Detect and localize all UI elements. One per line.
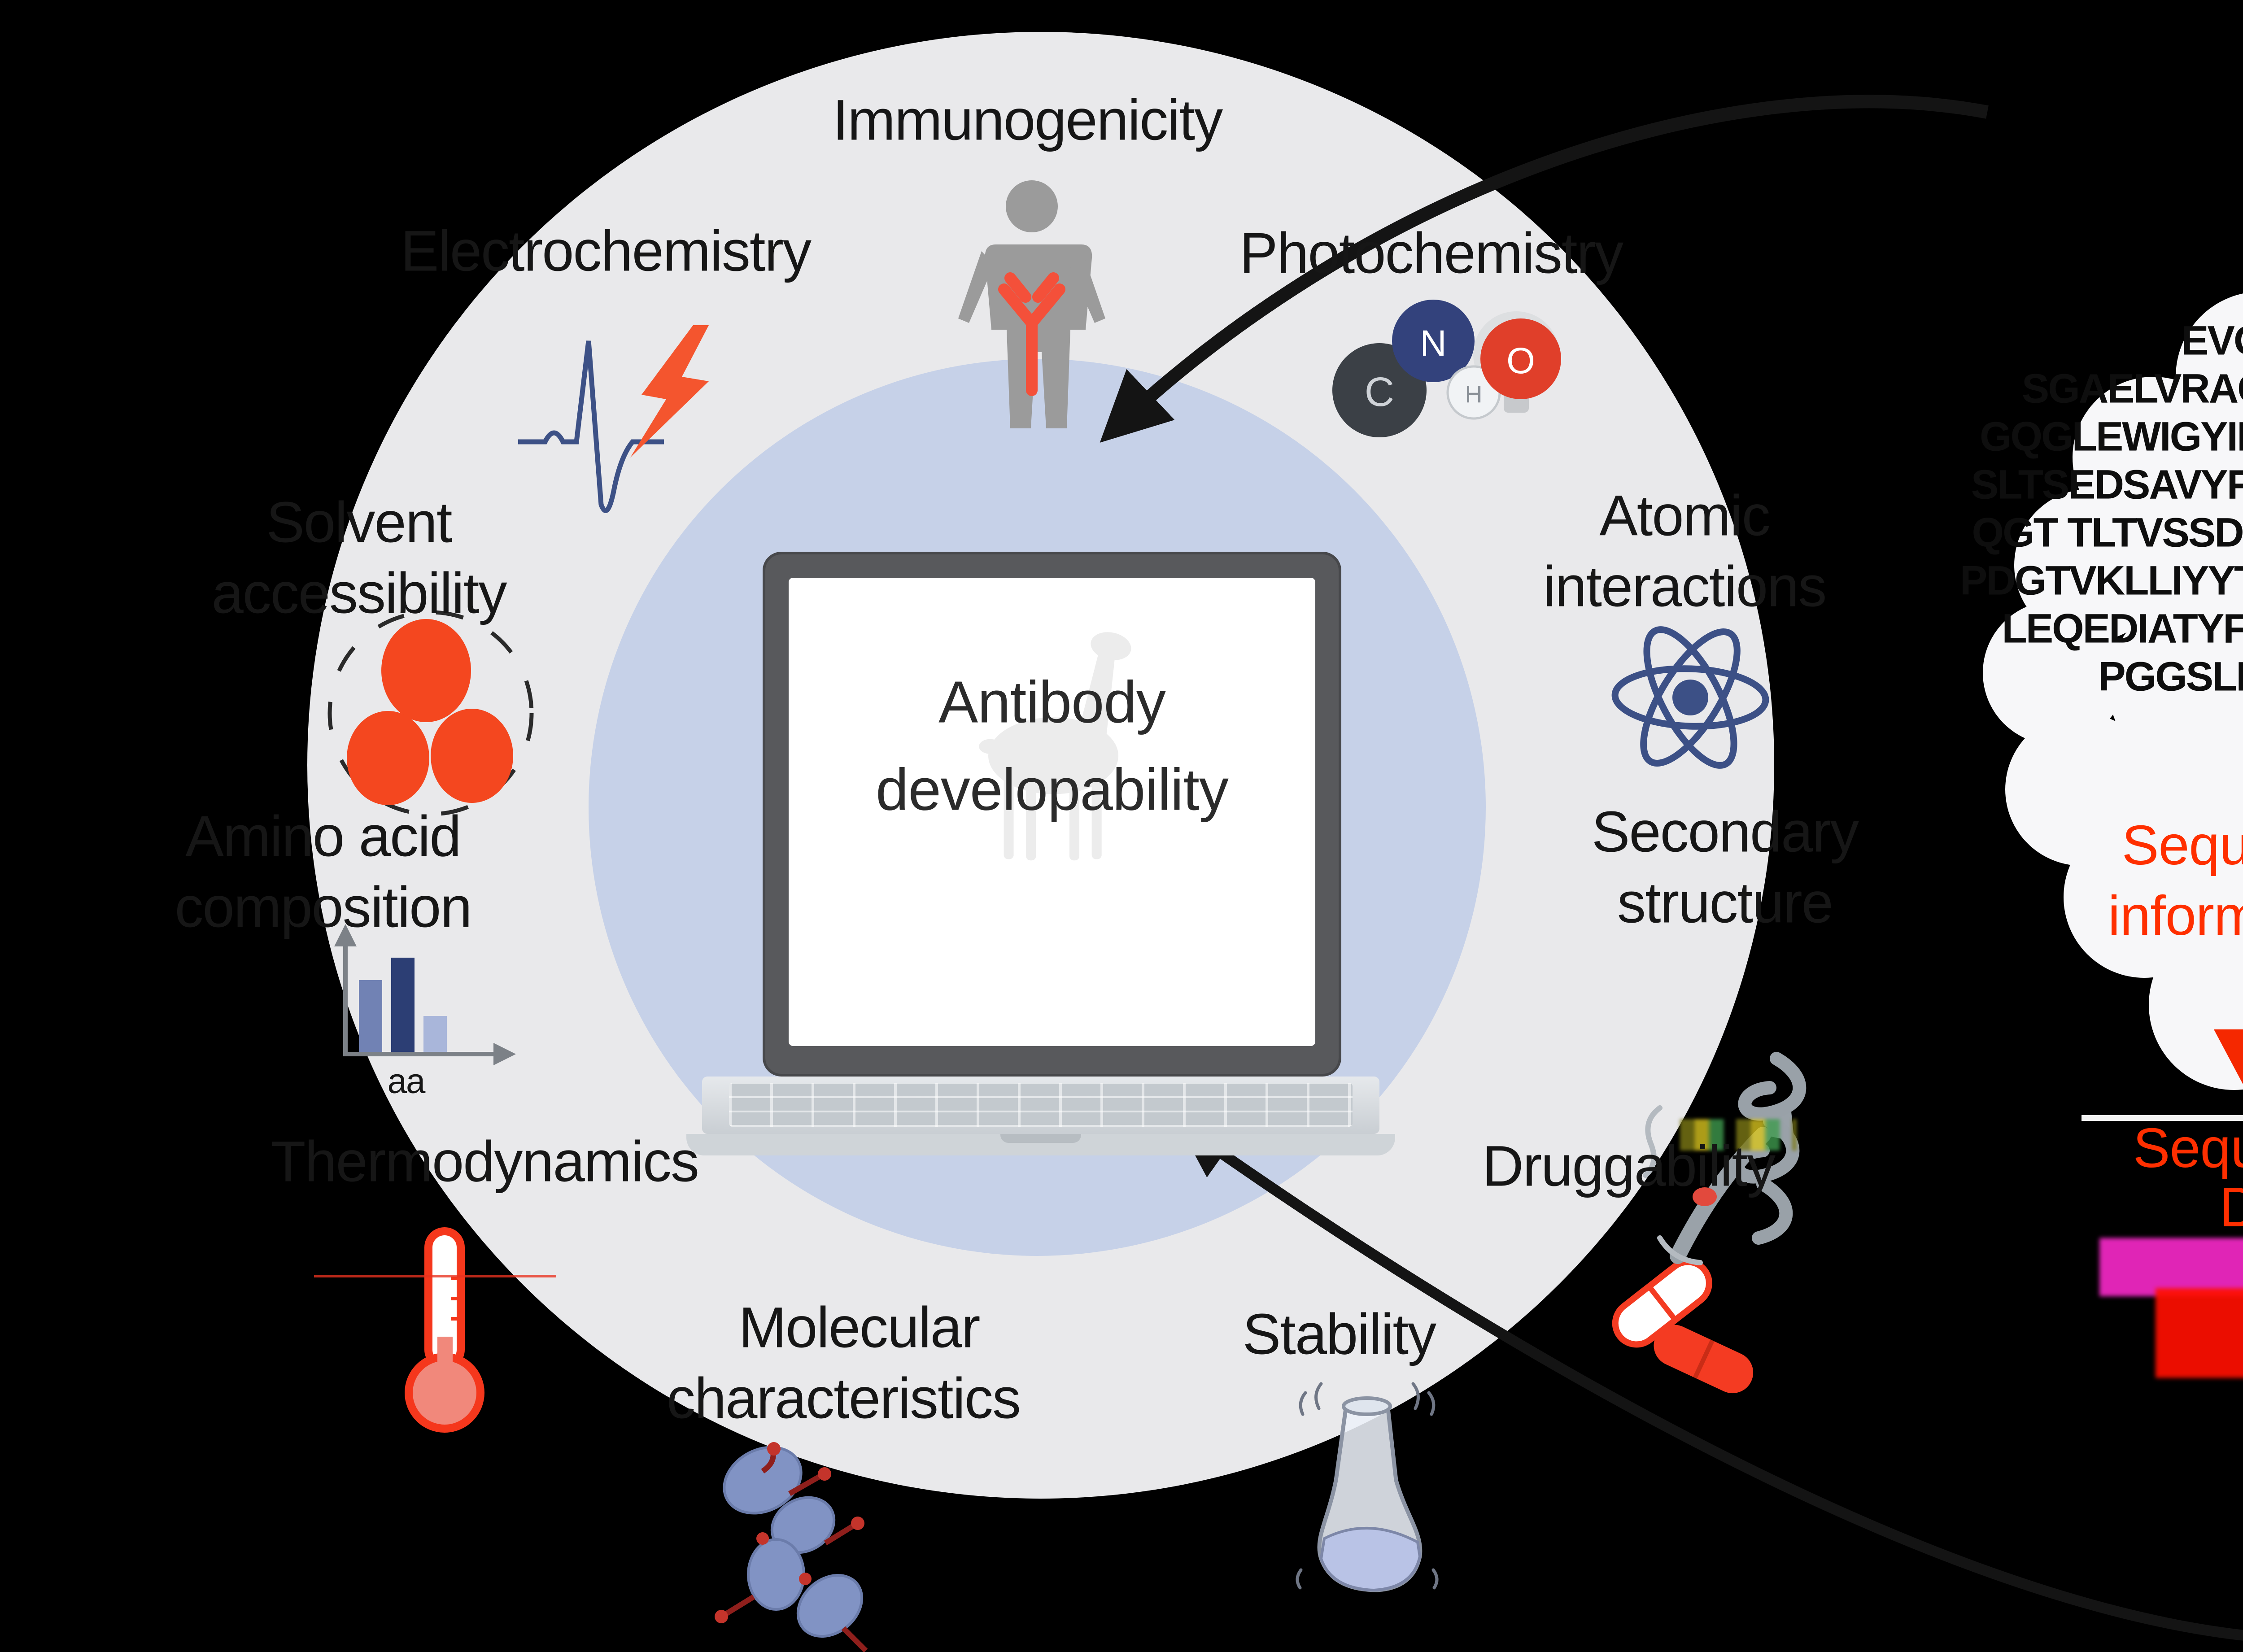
- laptop-display: Antibody developability: [789, 578, 1315, 1046]
- panel-to-laptop-arrow: [1177, 1122, 2243, 1641]
- shaking-flask-icon: [1296, 1382, 1439, 1592]
- sequence-info-line2: information: [2108, 885, 2243, 947]
- sequence-surface-blob: [1983, 293, 2243, 1090]
- person-with-antibody-icon: [958, 180, 1105, 428]
- seq-line: LEQEDIATYFCQQGN TLPRT: [2002, 606, 2243, 652]
- sequence-down-arrow: [2214, 1029, 2243, 1085]
- label-immunogenicity: Immunogenicity: [832, 88, 1223, 153]
- dp-to-model-arrow: [1100, 95, 1989, 443]
- llama-watermark: [979, 632, 1131, 861]
- seq-line: SLTSEDSAVYFCARSVYYGGSYYF: [1971, 462, 2243, 508]
- seq-line: GQGLEWIGYINPGNGYTKYNEK: [1979, 414, 2243, 460]
- seq-line: QGT TLTVSSDIQMTQTTSSLSASLG: [1972, 510, 2243, 556]
- artifact-stripe-small: [1680, 1119, 1797, 1151]
- atom-icon: [1611, 626, 1769, 769]
- element-o-label: O: [1506, 340, 1535, 381]
- label-photochemistry: Photochemistry: [1239, 221, 1623, 286]
- seq-line: EVQLQQ: [2181, 318, 2243, 364]
- label-druggability: Druggability: [1482, 1134, 1776, 1199]
- label-molecular-line1: Molecular: [738, 1295, 981, 1360]
- element-h-label: H: [1465, 381, 1483, 408]
- cno-molecule-bulb-icon: C N H O: [1332, 300, 1561, 437]
- artifact-red-line: [314, 1275, 556, 1277]
- sequence-dp-line2: DP: [2219, 1177, 2243, 1238]
- seq-line: PDGTVKLLIYYTSRLHSGVPS-: [1959, 558, 2243, 604]
- label-secondary-line1: Secondary: [1592, 800, 1859, 864]
- laptop-keys: [729, 1083, 1353, 1127]
- seq-line: SGAELVRAGSSVKMSCK: [2021, 366, 2243, 412]
- label-electrochemistry: Electrochemistry: [401, 219, 812, 283]
- hub-title-line2: developability: [876, 756, 1229, 823]
- label-solvent-line2: accessibility: [211, 561, 507, 626]
- sequence-info-line1: Sequence: [2121, 815, 2243, 876]
- label-atomic-line2: interactions: [1543, 554, 1827, 619]
- sequence-dp-line1: Sequence: [2133, 1117, 2243, 1179]
- pill-capsules-icon: [1612, 1259, 1754, 1394]
- label-solvent-line1: Solvent: [266, 490, 453, 555]
- laptop-notch: [1000, 1134, 1081, 1143]
- aa-bar-chart-icon: [334, 924, 516, 1065]
- label-atomic-line1: Atomic: [1599, 484, 1770, 548]
- ecg-lightning-icon: [518, 325, 709, 513]
- seq-line: PGGSLRLSC: [2098, 654, 2243, 700]
- artifact-red-block-lower: [2156, 1288, 2243, 1378]
- hub-title-line1: Antibody: [938, 669, 1166, 735]
- element-c-label: C: [1365, 369, 1394, 415]
- artifact-white-band: [2082, 1115, 2243, 1121]
- label-stability: Stability: [1242, 1302, 1436, 1367]
- label-thermodynamics: Thermodynamics: [271, 1129, 699, 1194]
- element-n-label: N: [1420, 323, 1446, 364]
- label-aa-axis: aa: [387, 1061, 426, 1101]
- thermometer-icon: [405, 1227, 484, 1433]
- artifact-magenta-band: [2099, 1238, 2243, 1296]
- label-amino-line2: composition: [175, 875, 472, 940]
- label-secondary-line2: structure: [1617, 871, 1833, 935]
- molecule-surface-icon: [715, 1442, 868, 1652]
- label-molecular-line2: characteristics: [667, 1366, 1021, 1431]
- label-amino-line1: Amino acid: [185, 804, 461, 869]
- solvent-shell-icon: [327, 610, 534, 816]
